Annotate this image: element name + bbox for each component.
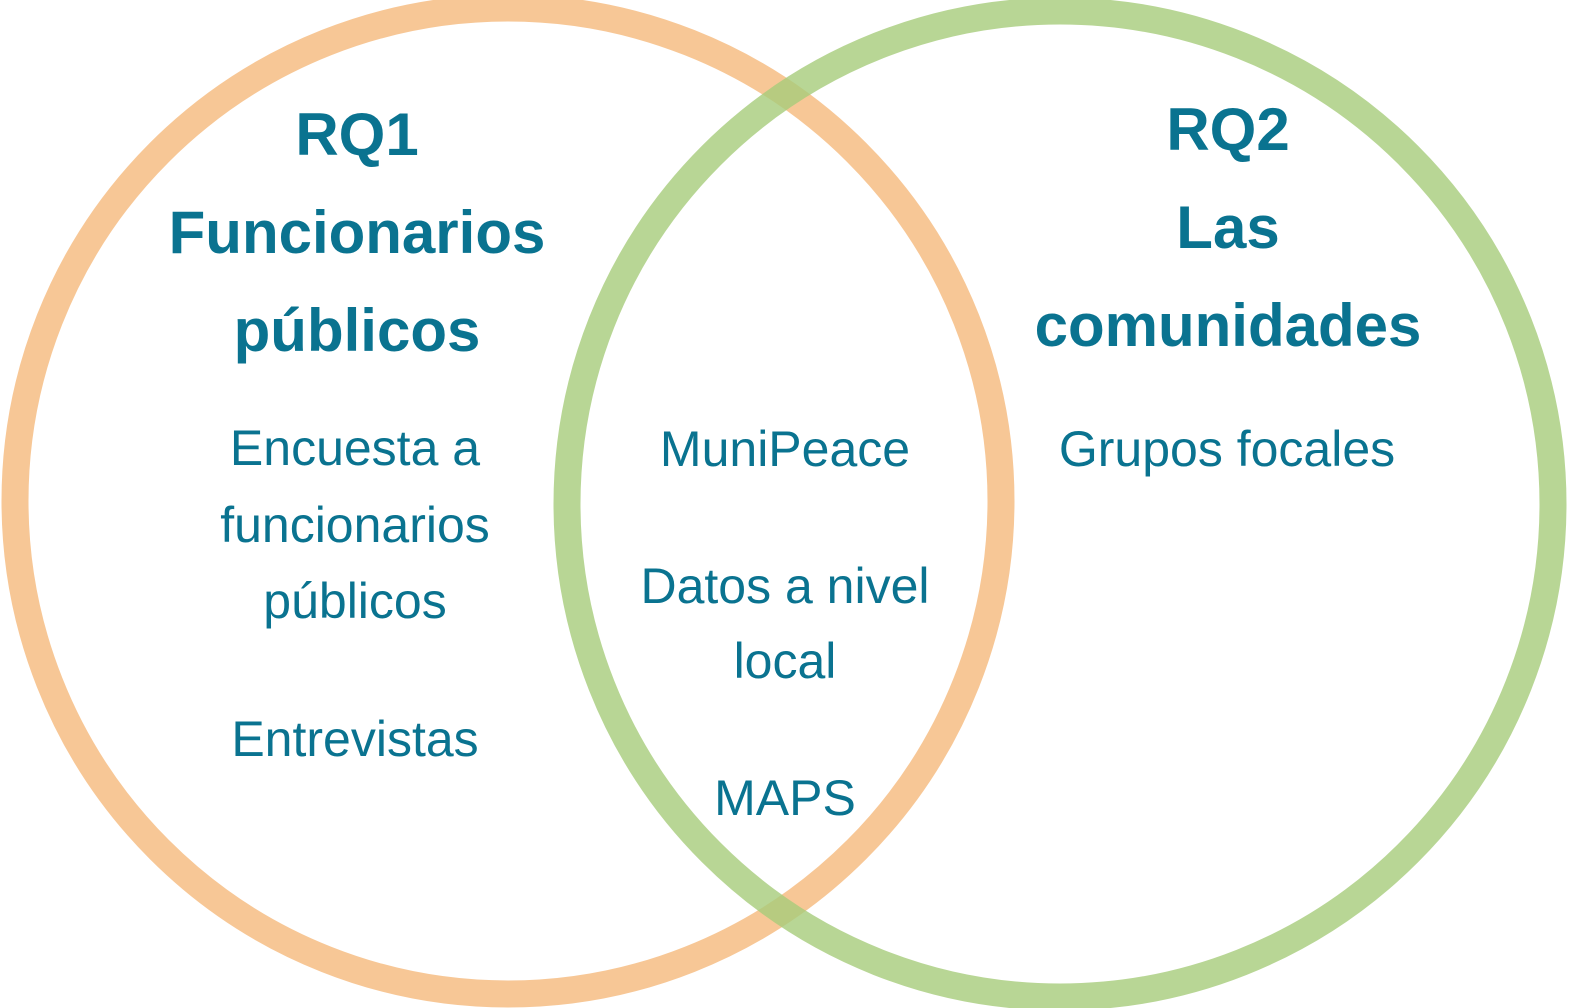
right-title-line: comunidades [1035, 292, 1422, 359]
right-title-line: Las [1176, 194, 1279, 261]
left-set: RQ1 Funcionarios públicos Encuesta a fun… [169, 101, 546, 767]
left-title-line: públicos [234, 297, 481, 364]
left-item-survey: Encuesta a [230, 420, 480, 476]
right-set: RQ2 Las comunidades Grupos focales [1035, 96, 1422, 477]
overlap-item-local-data: local [734, 633, 837, 689]
overlap-item-maps: MAPS [714, 770, 856, 826]
right-title-line: RQ2 [1166, 96, 1289, 163]
overlap-set: MuniPeace Datos a nivel local MAPS [640, 421, 929, 826]
left-item-interviews: Entrevistas [231, 711, 478, 767]
overlap-item-munipeace: MuniPeace [660, 421, 910, 477]
right-circle-rq2 [553, 0, 1567, 1008]
left-title-line: Funcionarios [169, 199, 546, 266]
overlap-item-local-data: Datos a nivel [640, 558, 929, 614]
left-item-survey: públicos [263, 573, 446, 629]
right-item-focus-groups: Grupos focales [1059, 421, 1395, 477]
left-circle-rq1 [1, 0, 1015, 1008]
left-title-line: RQ1 [295, 101, 418, 168]
left-item-survey: funcionarios [220, 497, 490, 553]
